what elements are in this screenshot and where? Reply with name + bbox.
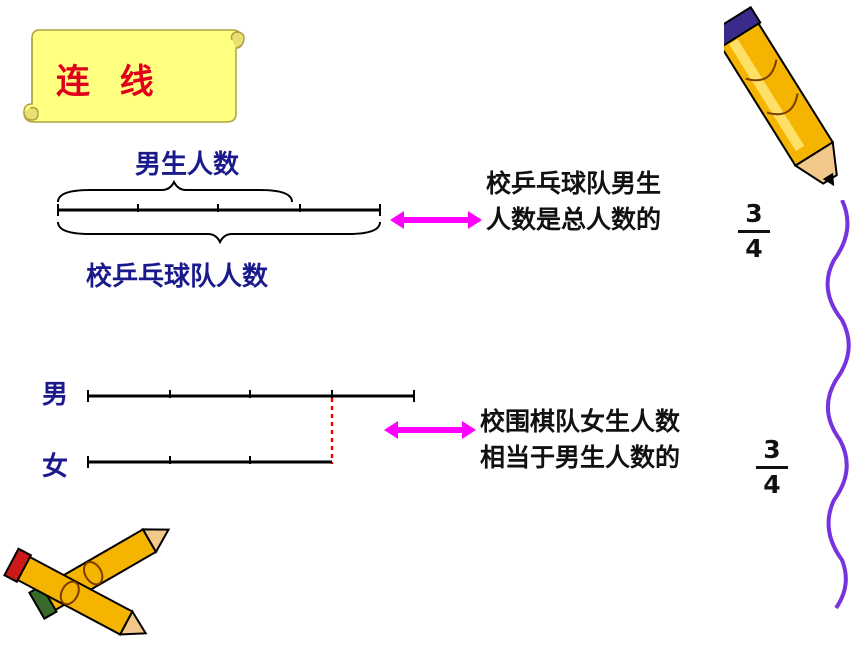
top-brace xyxy=(57,180,293,203)
pencil-icon xyxy=(724,5,838,187)
fraction-1-bar xyxy=(738,230,770,233)
fraction-1-denominator: 4 xyxy=(745,234,763,263)
wavy-border xyxy=(825,200,851,610)
crossed-pencils-icon xyxy=(3,528,171,636)
scroll-banner-icon xyxy=(23,29,245,123)
statement-1-line-1: 校乒乓球队男生 xyxy=(486,169,662,198)
double-arrow-icon-2[interactable] xyxy=(380,418,480,442)
fraction-1: 3 4 xyxy=(738,200,770,263)
fraction-2-numerator: 3 xyxy=(763,435,781,464)
statement-1[interactable]: 校乒乓球队男生 人数是总人数的 xyxy=(486,166,661,238)
fraction-2-denominator: 4 xyxy=(763,470,781,499)
fraction-1-numerator: 3 xyxy=(745,199,763,228)
statement-2-line-2: 相当于男生人数的 xyxy=(480,443,681,472)
segment-diagram-2 xyxy=(87,390,415,468)
team-total-label: 校乒乓球队人数 xyxy=(86,262,269,292)
statement-1-line-2: 人数是总人数的 xyxy=(486,205,662,234)
male-label: 男 xyxy=(42,380,69,410)
statement-2-line-1: 校围棋队女生人数 xyxy=(480,407,681,436)
bottom-brace xyxy=(57,221,381,245)
double-arrow-icon[interactable] xyxy=(386,208,486,232)
segment-diagram-1 xyxy=(57,180,381,245)
female-label: 女 xyxy=(42,452,69,482)
page-title: 连 线 xyxy=(56,62,156,102)
statement-2[interactable]: 校围棋队女生人数 相当于男生人数的 xyxy=(480,404,680,476)
fraction-2-bar xyxy=(756,466,788,469)
boys-count-label: 男生人数 xyxy=(135,150,240,180)
fraction-2: 3 4 xyxy=(756,436,788,499)
title-banner: 连 线 xyxy=(18,24,248,128)
